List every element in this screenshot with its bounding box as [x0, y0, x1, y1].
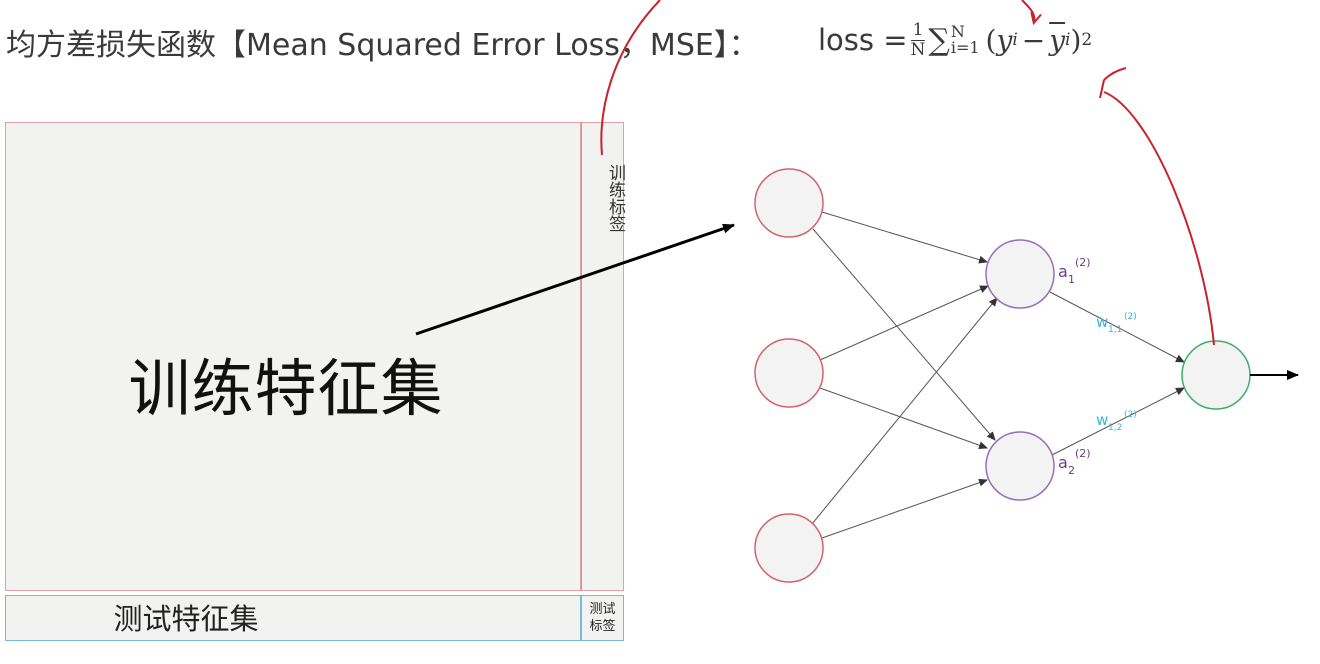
formula-y: y [996, 23, 1013, 57]
test-label-column: 测试 标签 [581, 595, 624, 641]
hidden-node-1 [985, 239, 1055, 309]
hidden-node-2 [985, 431, 1055, 501]
formula-y-sub: i [1012, 30, 1018, 50]
formula-power: 2 [1081, 30, 1093, 50]
input-node-1 [754, 168, 824, 238]
formula-minus: − [1021, 23, 1046, 57]
formula-loss-word: loss = [818, 23, 908, 57]
test-feature-label: 测试特征集 [113, 602, 259, 636]
target-arrow-curve [1021, 0, 1042, 26]
train-to-network-arrow [415, 223, 735, 336]
sum-lower: i=1 [950, 38, 980, 57]
hidden1-sup: (2) [1075, 256, 1091, 269]
train-feature-label: 训练特征集 [128, 352, 444, 425]
edge-in3-h1 [811, 297, 998, 525]
train-label-column: 训练标签 [581, 122, 625, 591]
formula-fraction: 1 N [910, 19, 926, 60]
formula-sum: ∑ N i=1 [928, 23, 979, 58]
fraction-denominator: N [910, 39, 926, 60]
test-feature-set: 测试特征集 [5, 595, 581, 641]
train-feature-set: 训练特征集 [5, 122, 581, 591]
input-node-2 [754, 338, 824, 408]
prediction-to-formula-curve [1103, 91, 1215, 346]
output-node [1181, 340, 1251, 410]
hidden2-sup: (2) [1075, 447, 1091, 460]
edge-h2-out [1049, 387, 1185, 457]
formula-open-paren: ( [985, 23, 997, 57]
label-to-target-curve [600, 0, 661, 156]
hidden1-sub: 1 [1068, 273, 1075, 286]
hidden2-sub: 2 [1068, 464, 1075, 477]
weight1-sub: 1,1 [1108, 325, 1122, 335]
hidden1-label: a [1058, 262, 1068, 281]
weight2-sub: 1,2 [1108, 423, 1122, 433]
prediction-arrow-head [1099, 67, 1127, 99]
weight1-sup: (2) [1124, 312, 1137, 322]
sum-symbol: ∑ [928, 22, 950, 58]
weight2-sup: (2) [1124, 410, 1137, 420]
test-label-line2: 标签 [589, 619, 616, 634]
train-label-text: 训练标签 [605, 164, 625, 232]
edge-in1-h2 [812, 228, 996, 441]
sum-upper: N [950, 22, 965, 41]
fraction-numerator: 1 [910, 19, 926, 41]
edge-in3-h2 [821, 478, 988, 539]
formula-ybar: y [1049, 23, 1066, 57]
hidden2-label: a [1058, 453, 1068, 472]
edge-in2-h1 [819, 285, 989, 361]
sum-limits: N i=1 [951, 24, 980, 56]
edge-in2-h2 [819, 387, 988, 450]
input-node-3 [754, 513, 824, 583]
weight1-label: w [1096, 313, 1108, 331]
edge-h1-out [1049, 291, 1185, 363]
weight2-label: w [1096, 411, 1108, 429]
edge-in1-h1 [821, 211, 988, 264]
test-label-line1: 测试 [589, 602, 616, 617]
formula-close-paren: ) [1070, 23, 1082, 57]
formula-ybar-sub: i [1065, 30, 1071, 50]
